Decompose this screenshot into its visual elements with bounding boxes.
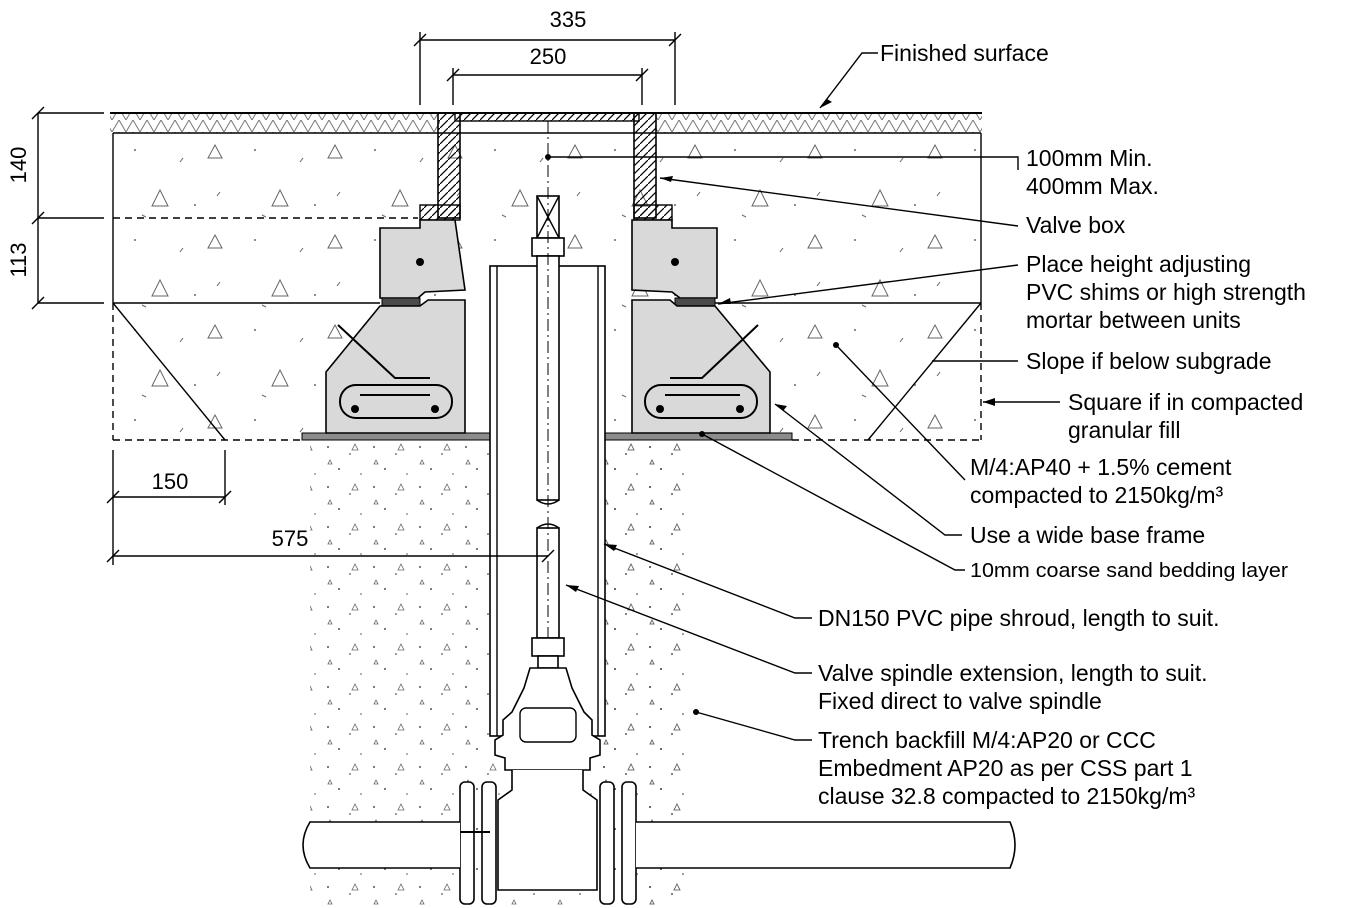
- finished-surface-layer: [110, 113, 440, 133]
- label-backfill-2: Embedment AP20 as per CSS part 1: [818, 755, 1193, 781]
- label-basecourse-1: M/4:AP40 + 1.5% cement: [970, 454, 1232, 480]
- label-square-1: Square if in compacted: [1068, 389, 1303, 415]
- shim-left: [381, 297, 421, 307]
- sand-bedding-layer: [301, 432, 491, 441]
- valve-box-wall-right: [633, 112, 657, 219]
- sand-bedding-layer-right: [604, 432, 793, 441]
- label-backfill-3: clause 32.8 compacted to 2150kg/m³: [818, 783, 1196, 809]
- label-square-2: granular fill: [1068, 417, 1181, 443]
- label-spindle-2: Fixed direct to valve spindle: [818, 688, 1102, 714]
- label-pipe-shroud: DN150 PVC pipe shroud, length to suit.: [818, 605, 1219, 631]
- dimension-150: 150: [152, 469, 189, 494]
- label-basecourse-2: compacted to 2150kg/m³: [970, 482, 1223, 508]
- label-shims-1: Place height adjusting: [1026, 251, 1251, 277]
- dimension-335: 335: [550, 7, 587, 32]
- label-min-depth: 100mm Min.: [1026, 145, 1153, 171]
- shim-right: [674, 297, 716, 307]
- valve-box-lid: [454, 112, 640, 122]
- valve-box-wall-left: [437, 112, 461, 219]
- dimension-250: 250: [530, 44, 567, 69]
- label-valve-box: Valve box: [1026, 212, 1126, 238]
- label-shims-2: PVC shims or high strength: [1026, 279, 1306, 305]
- label-backfill-1: Trench backfill M/4:AP20 or CCC: [818, 727, 1156, 753]
- finished-surface-layer-right: [655, 113, 982, 133]
- label-finished-surface: Finished surface: [880, 40, 1049, 66]
- main-pipe-left: [302, 821, 460, 869]
- dimension-113: 113: [6, 242, 31, 277]
- label-slope: Slope if below subgrade: [1026, 348, 1272, 374]
- label-spindle-1: Valve spindle extension, length to suit.: [818, 660, 1208, 686]
- dimension-575: 575: [272, 526, 309, 551]
- label-base-frame: Use a wide base frame: [970, 522, 1205, 548]
- base-block-left: [325, 299, 466, 434]
- label-shims-3: mortar between units: [1026, 307, 1241, 333]
- dimension-140: 140: [6, 147, 31, 184]
- label-max-depth: 400mm Max.: [1026, 173, 1159, 199]
- label-sand-bedding: 10mm coarse sand bedding layer: [970, 560, 1288, 582]
- main-pipe-right: [636, 821, 1016, 869]
